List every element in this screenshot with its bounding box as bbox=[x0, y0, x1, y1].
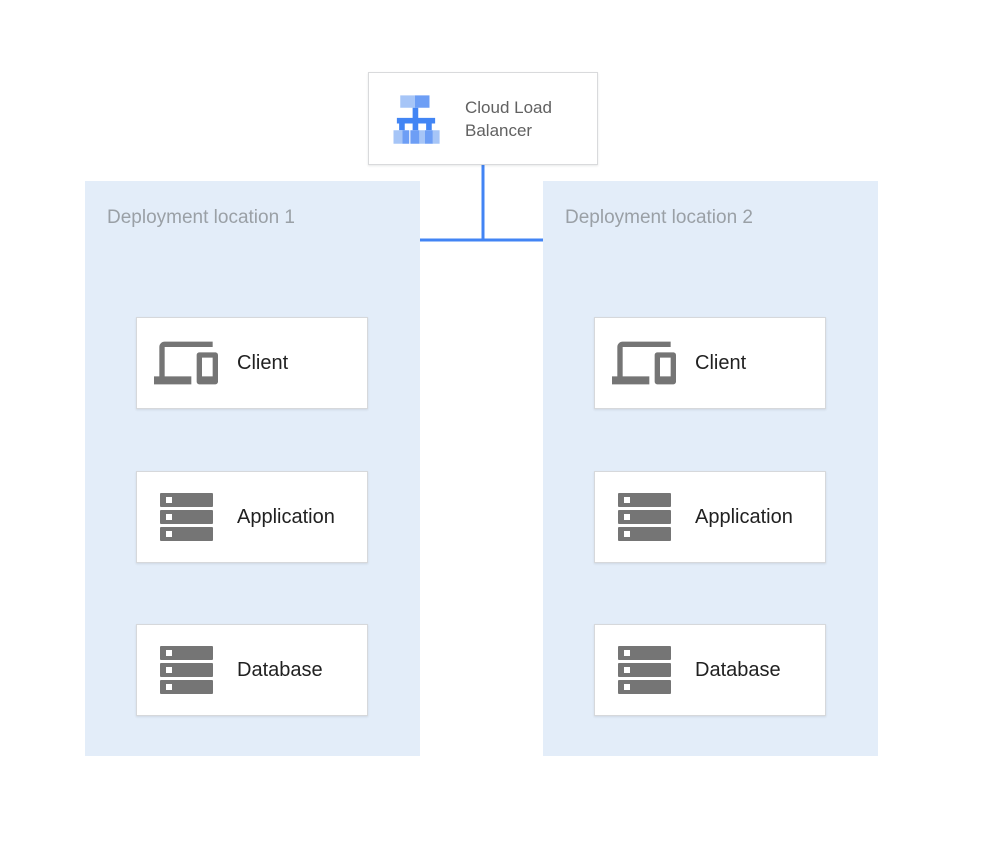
load-balancer-icon bbox=[393, 94, 440, 144]
node-application: Application bbox=[136, 471, 368, 563]
region-deployment-location-1: Deployment location 1 Client bbox=[85, 181, 420, 756]
node-database: Database bbox=[594, 624, 826, 716]
node-label: Database bbox=[237, 658, 323, 681]
region-deployment-location-2: Deployment location 2 Client bbox=[543, 181, 878, 756]
devices-icon bbox=[611, 331, 677, 395]
server-stack-icon bbox=[153, 493, 219, 541]
node-label: Client bbox=[237, 351, 289, 374]
node-client: Client bbox=[136, 317, 368, 409]
node-cloud-load-balancer: Cloud Load Balancer bbox=[368, 72, 598, 165]
server-stack-icon bbox=[153, 646, 219, 694]
node-label: Database bbox=[695, 658, 781, 681]
server-stack-icon bbox=[611, 493, 677, 541]
node-label: Application bbox=[695, 505, 793, 528]
region-title: Deployment location 2 bbox=[565, 207, 753, 228]
node-label: Application bbox=[237, 505, 335, 528]
load-balancer-label: Cloud Load Balancer bbox=[465, 97, 552, 140]
node-client: Client bbox=[594, 317, 826, 409]
region-title: Deployment location 1 bbox=[107, 207, 295, 228]
node-database: Database bbox=[136, 624, 368, 716]
node-label: Client bbox=[695, 351, 747, 374]
devices-icon bbox=[153, 331, 219, 395]
server-stack-icon bbox=[611, 646, 677, 694]
node-application: Application bbox=[594, 471, 826, 563]
